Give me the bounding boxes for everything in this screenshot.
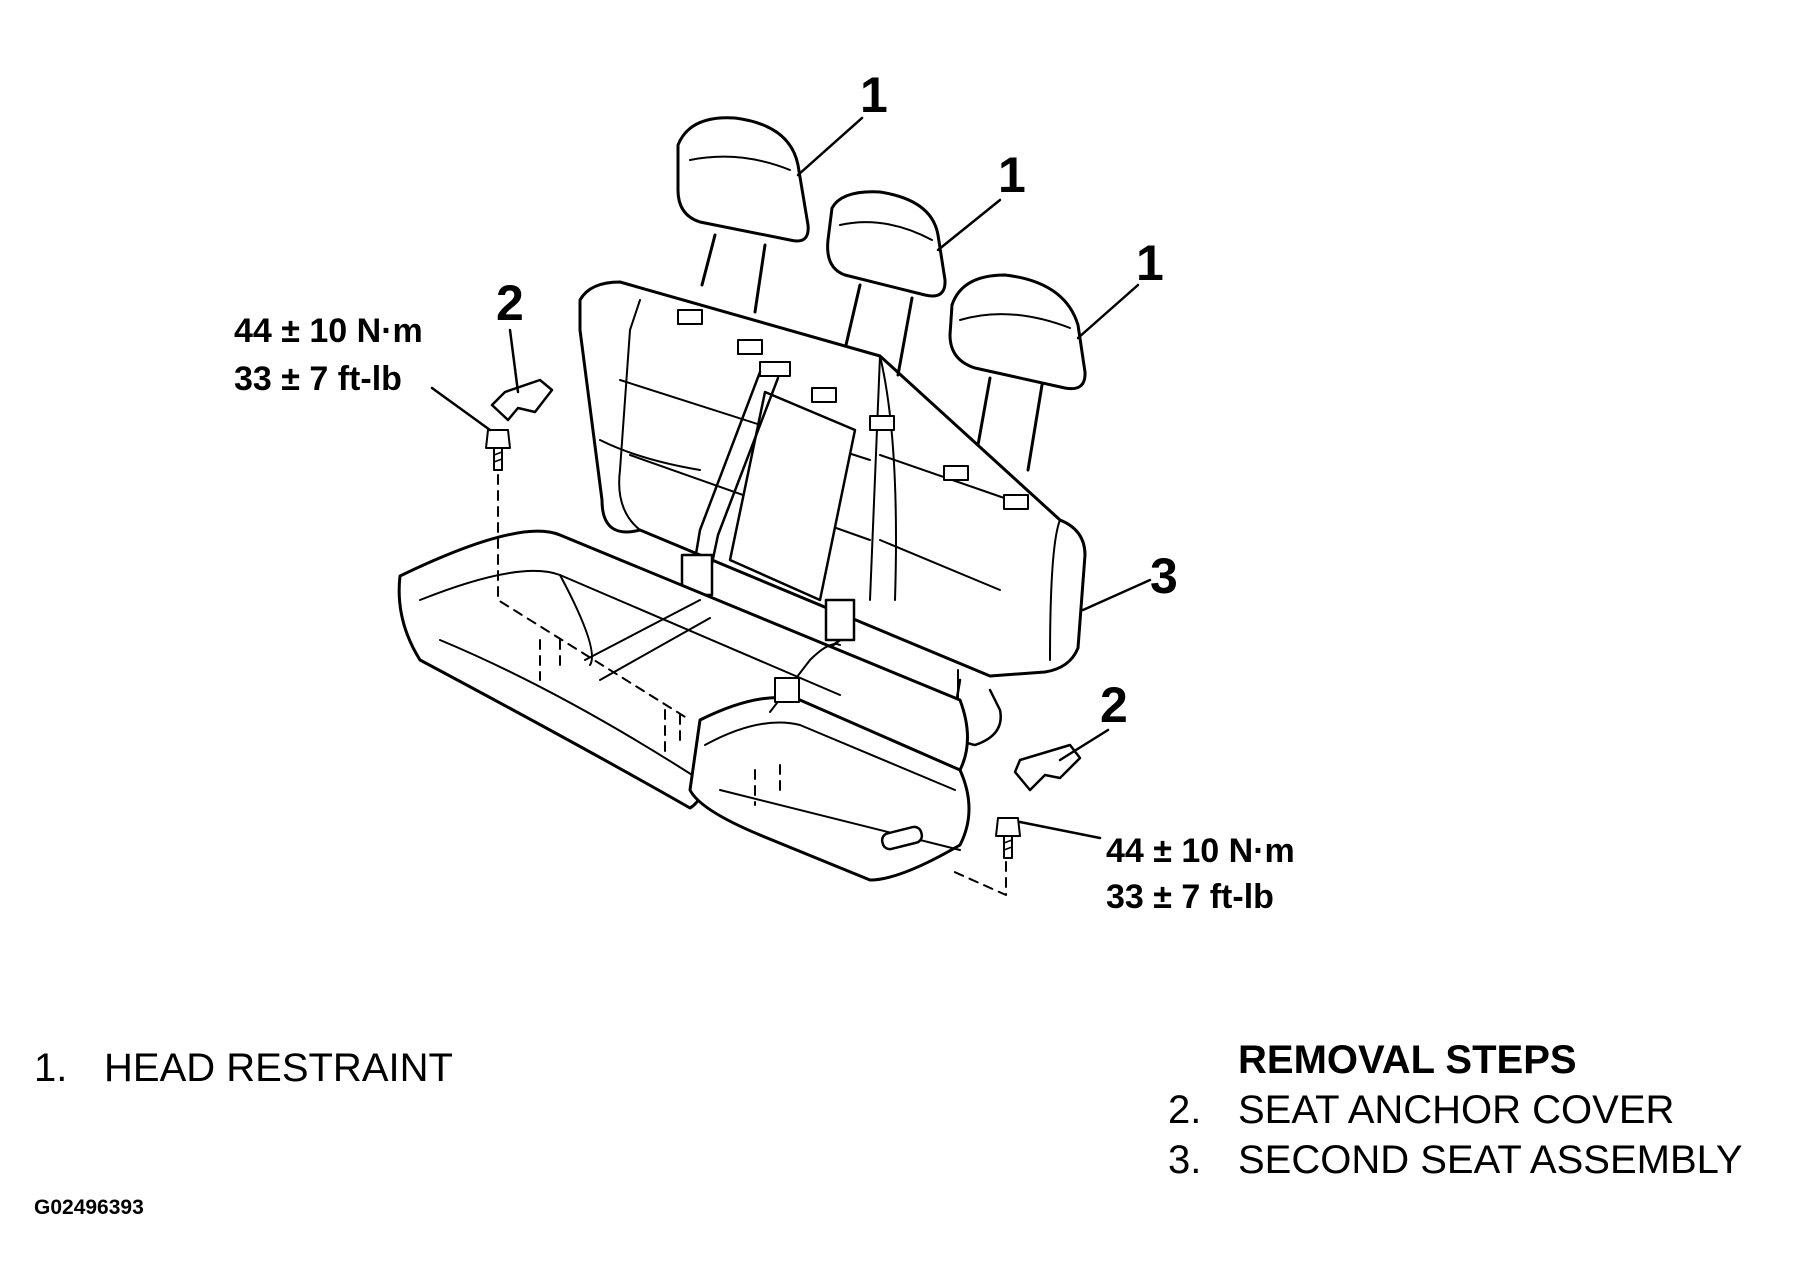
legend-item-label: HEAD RESTRAINT	[104, 1046, 453, 1090]
callout-2-left: 2	[496, 275, 524, 331]
callout-1-right: 1	[1136, 235, 1164, 291]
legend-item-number: 1.	[34, 1046, 68, 1090]
bolt-right	[995, 817, 1021, 859]
callout-1-left: 1	[860, 67, 888, 123]
anchor-cover-left	[490, 378, 554, 422]
torque-left-metric: 44 ± 10 N·m	[234, 312, 423, 350]
removal-step-anchor-cover: 2. SEAT ANCHOR COVER	[1168, 1086, 1674, 1134]
step-number: 3.	[1168, 1138, 1202, 1182]
removal-step-seat-assembly: 3. SECOND SEAT ASSEMBLY	[1168, 1136, 1743, 1184]
leader-lines	[430, 116, 1152, 840]
torque-right-imperial: 33 ± 7 ft-lb	[1106, 878, 1274, 916]
torque-left-imperial: 33 ± 7 ft-lb	[234, 360, 402, 398]
step-label: SEAT ANCHOR COVER	[1238, 1088, 1675, 1132]
legend-item-head-restraint: 1. HEAD RESTRAINT	[34, 1044, 453, 1092]
anchor-cover-right	[1013, 743, 1082, 792]
bolt-left	[485, 429, 511, 471]
callout-2-right: 2	[1100, 677, 1128, 733]
callout-3: 3	[1150, 548, 1178, 604]
seat-cushion	[397, 529, 971, 882]
head-restraint-right	[948, 273, 1087, 472]
bolt-path-lines	[497, 474, 1007, 896]
removal-steps-title: REMOVAL STEPS	[1238, 1038, 1577, 1082]
torque-right-metric: 44 ± 10 N·m	[1106, 832, 1295, 870]
step-label: SECOND SEAT ASSEMBLY	[1238, 1138, 1743, 1182]
step-number: 2.	[1168, 1088, 1202, 1132]
seat-back	[578, 280, 1087, 747]
head-restraint-left	[676, 116, 810, 314]
callout-1-center: 1	[998, 147, 1026, 203]
head-restraint-center	[826, 190, 947, 377]
figure-id: G02496393	[34, 1196, 144, 1219]
